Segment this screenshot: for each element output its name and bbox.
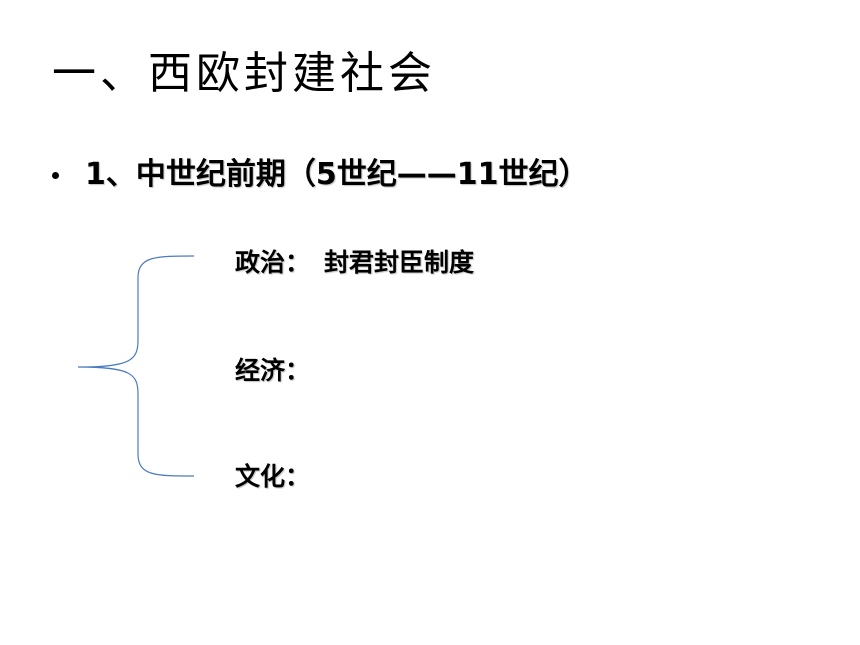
item-politics: 政治： 封君封臣制度: [235, 250, 474, 275]
curly-brace-icon: [77, 255, 195, 477]
bullet-item: 1、中世纪前期（5世纪——11世纪）: [52, 160, 589, 190]
item-economy: 经济：: [235, 358, 310, 383]
item-politics-label: 政治：: [235, 248, 311, 277]
brace-path: [77, 255, 195, 477]
item-politics-value: 封君封臣制度: [324, 248, 475, 277]
item-economy-label: 经济：: [235, 356, 311, 385]
slide-title: 一、西欧封建社会: [52, 48, 436, 99]
bullet-text: 1、中世纪前期（5世纪——11世纪）: [85, 157, 589, 192]
item-culture: 文化：: [235, 464, 310, 489]
item-culture-label: 文化：: [235, 462, 311, 491]
bullet-dot-icon: [52, 171, 59, 179]
